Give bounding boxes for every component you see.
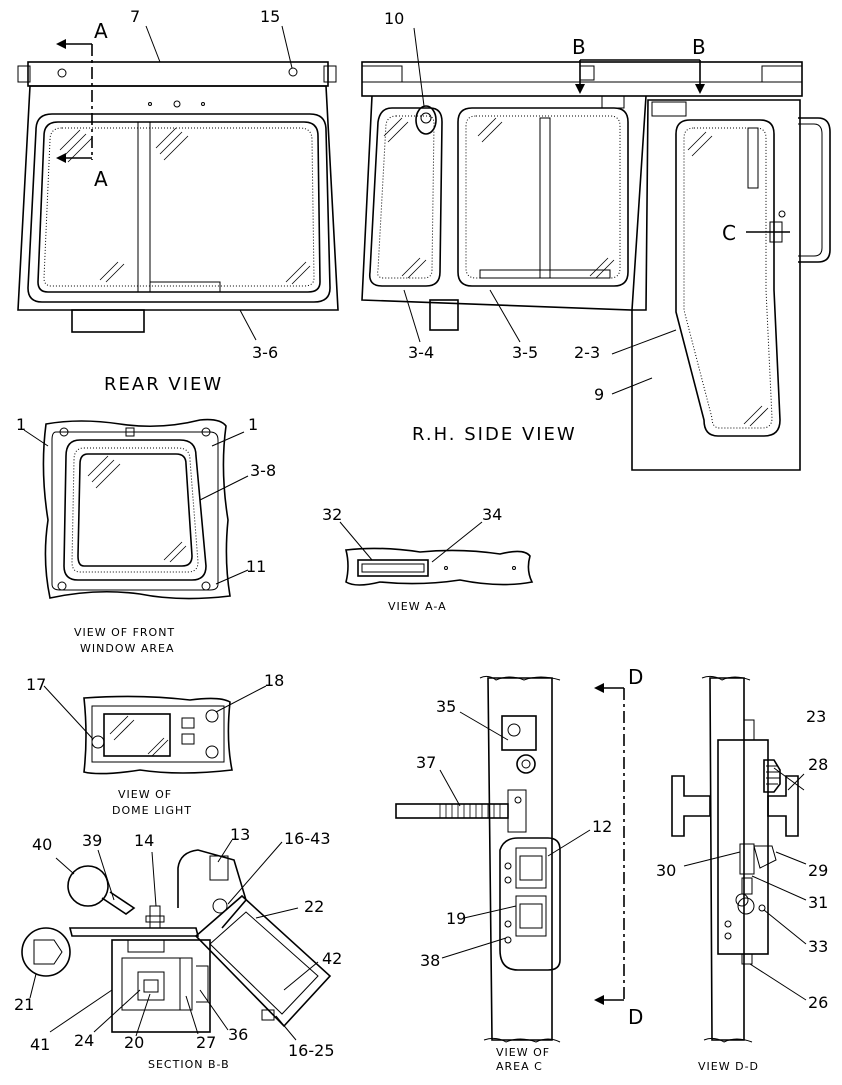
rear-view [17,25,339,341]
callout-30: 30 [656,861,676,880]
front-view-title-1: VIEW OF FRONT [74,626,175,639]
callout-13: 13 [230,825,250,844]
callout-10: 10 [384,9,404,28]
section-letter-b-2: B [692,35,706,59]
callout-2-3: 2-3 [574,343,600,362]
callout-39: 39 [82,831,102,850]
callout-3-8: 3-8 [250,461,276,480]
callout-41: 41 [30,1035,50,1054]
callout-3-6: 3-6 [252,343,278,362]
view-d-d [671,675,807,1043]
dome-view-title-2: DOME LIGHT [112,804,192,817]
front-view-title-2: WINDOW AREA [80,642,175,655]
callout-36: 36 [228,1025,248,1044]
callout-17: 17 [26,675,46,694]
callout-3-5: 3-5 [512,343,538,362]
callout-21: 21 [14,995,34,1014]
callout-22: 22 [304,897,324,916]
callout-28: 28 [808,755,828,774]
view-a-a-title: VIEW A-A [388,600,447,613]
callout-1-left: 1 [16,415,26,434]
side-view-title: R.H. SIDE VIEW [412,424,577,445]
callout-9: 9 [594,385,604,404]
callout-31: 31 [808,893,828,912]
section-b-b [21,839,332,1041]
callout-26: 26 [808,993,828,1012]
section-letter-d-top: D [628,665,643,689]
callout-35: 35 [436,697,456,716]
section-b-b-title: SECTION B-B [148,1058,230,1071]
callout-37: 37 [416,753,436,772]
area-c-title-2: AREA C [496,1060,543,1073]
section-letter-b-1: B [572,35,586,59]
callout-20: 20 [124,1033,144,1052]
view-d-d-title: VIEW D-D [698,1060,759,1073]
callout-12: 12 [592,817,612,836]
callout-14: 14 [134,831,154,850]
view-a-a [339,521,534,586]
callout-24: 24 [74,1031,94,1050]
callout-7: 7 [130,7,140,26]
callout-42: 42 [322,949,342,968]
callout-33: 33 [808,937,828,956]
area-c-title-1: VIEW OF [496,1046,550,1059]
section-letter-a-top: A [94,19,108,43]
section-letter-d-bottom: D [628,1005,643,1029]
dome-view-title-1: VIEW OF [118,788,172,801]
callout-23: 23 [806,707,826,726]
side-view [361,27,831,471]
rear-view-title: REAR VIEW [104,374,223,395]
callout-16-25: 16-25 [288,1041,335,1060]
callout-38: 38 [420,951,440,970]
callout-19: 19 [446,909,466,928]
callout-29: 29 [808,861,828,880]
callout-16-43: 16-43 [284,829,331,848]
front-window-view [23,418,249,600]
callout-18: 18 [264,671,284,690]
callout-15: 15 [260,7,280,26]
section-letter-a-bottom: A [94,167,108,191]
area-c-view [395,675,625,1043]
dome-light-view [43,685,267,775]
callout-3-4: 3-4 [408,343,434,362]
callout-1-right: 1 [248,415,258,434]
section-letter-c: C [722,221,736,245]
callout-11: 11 [246,557,266,576]
callout-40: 40 [32,835,52,854]
callout-27: 27 [196,1033,216,1052]
callout-32: 32 [322,505,342,524]
callout-34: 34 [482,505,502,524]
